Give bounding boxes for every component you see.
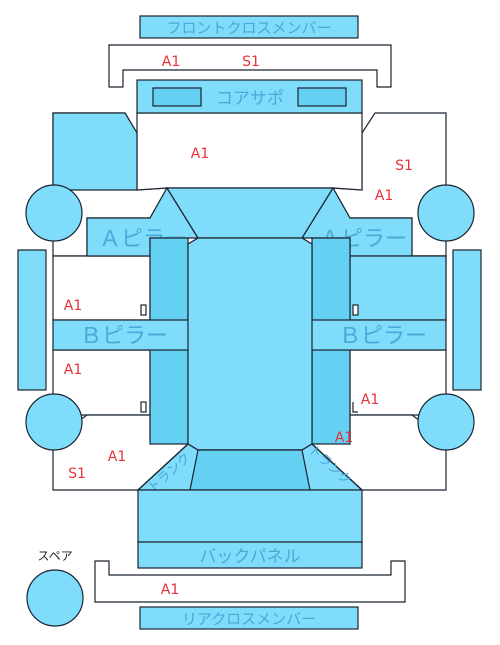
damage-code: A1 — [108, 449, 126, 465]
rear-cross-member-bracket — [94, 560, 406, 603]
door-handle-mark — [140, 401, 147, 413]
rear-trunk-panel[interactable] — [137, 489, 363, 543]
left-front-fender[interactable] — [52, 112, 138, 191]
hood-panel[interactable] — [136, 112, 363, 191]
damage-code: A1 — [64, 298, 82, 314]
core-support-label: コアサポ — [216, 89, 284, 109]
spare-label: スペア — [37, 549, 72, 563]
headlight-right — [297, 87, 347, 107]
damage-code: S1 — [242, 54, 260, 70]
b-pillar-left-label: Ｂピラー — [80, 324, 168, 349]
damage-code: S1 — [68, 466, 86, 482]
damage-code: A1 — [361, 392, 379, 408]
left-side-sill[interactable] — [17, 249, 47, 391]
rear-cross-member-panel[interactable] — [139, 606, 359, 630]
right-front-door-panel[interactable] — [349, 255, 447, 321]
wheel-rear-right[interactable] — [417, 393, 475, 451]
back-panel-label: バックパネル — [199, 547, 300, 567]
damage-code: A1 — [161, 582, 179, 598]
door-handle-mark — [352, 402, 358, 413]
trunk-seam-right — [311, 443, 363, 491]
b-pillar-right-label: Ｂピラー — [339, 324, 427, 349]
wheel-front-right[interactable] — [417, 184, 475, 242]
damage-code: A1 — [335, 430, 353, 446]
floor-panel[interactable] — [187, 237, 313, 451]
damage-code: A1 — [64, 362, 82, 378]
door-handle-mark — [352, 304, 359, 316]
spare-tire[interactable] — [26, 569, 84, 627]
damage-code: A1 — [375, 188, 393, 204]
right-side-sill[interactable] — [452, 249, 482, 391]
wheel-rear-left[interactable] — [25, 393, 83, 451]
damage-code: S1 — [395, 158, 413, 174]
trunk-seam-left — [137, 443, 189, 491]
front-cross-member-label: フロントクロスメンバー — [166, 19, 331, 37]
trunk-floor-center[interactable] — [189, 449, 311, 491]
headlight-left — [152, 87, 202, 107]
wheel-front-left[interactable] — [25, 184, 83, 242]
front-cross-member-bracket — [108, 44, 392, 88]
rear-cross-member-label: リアクロスメンバー — [182, 610, 316, 628]
back-panel[interactable] — [137, 541, 363, 569]
right-b-pillar[interactable] — [309, 319, 447, 351]
damage-code: A1 — [191, 146, 209, 162]
front-cross-member-panel[interactable] — [139, 15, 359, 39]
damage-code: A1 — [162, 54, 180, 70]
left-b-pillar[interactable] — [52, 319, 191, 351]
door-handle-mark — [140, 304, 147, 316]
